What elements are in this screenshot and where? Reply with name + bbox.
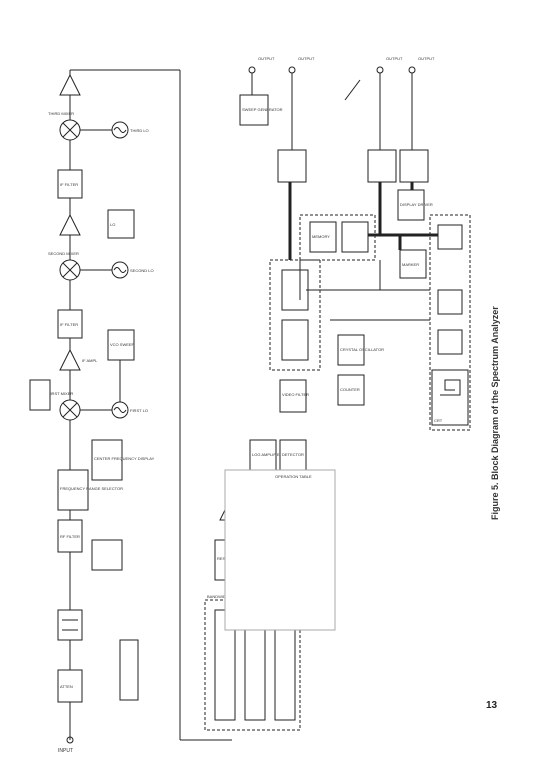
crt-display-group: CRT: [429, 214, 471, 431]
output-connector-4: OUTPUT: [408, 56, 435, 74]
first-lo-oscillator: FIRST LO: [111, 401, 148, 419]
svg-text:MEMORY: MEMORY: [312, 234, 330, 239]
svg-text:MARKER: MARKER: [402, 262, 419, 267]
svg-text:THIRD MIXER: THIRD MIXER: [48, 111, 74, 116]
video-filter-block: VIDEO FILTER: [279, 379, 309, 413]
attenuator-block: ATTEN: [57, 669, 83, 703]
output-connector-3: OUTPUT: [376, 56, 403, 74]
input-label: INPUT: [58, 748, 73, 754]
rf-filter-block: RF FILTER: [57, 519, 83, 553]
svg-text:SECOND MIXER: SECOND MIXER: [48, 251, 79, 256]
if-amplifier-1: IF AMPL: [59, 348, 98, 371]
crt-symbol: [440, 379, 461, 396]
svg-text:SWEEP GENERATOR: SWEEP GENERATOR: [242, 107, 283, 112]
svg-text:IF FILTER: IF FILTER: [60, 182, 78, 187]
vco-sweep-block: VCO SWEEP: [107, 329, 135, 402]
log-block: [281, 269, 309, 311]
crystal-oscillator-block: CRYSTAL OSCILLATOR: [337, 334, 384, 366]
marker-block: MARKER: [399, 249, 427, 279]
svg-text:LO: LO: [110, 222, 115, 227]
if-amplifier-3: [59, 73, 81, 96]
output-connector-1: OUTPUT: [248, 56, 275, 95]
if-amplifier-2: [59, 213, 81, 236]
signal-line: [344, 79, 361, 101]
operation-table: OPERATION TABLE: [224, 469, 336, 631]
first-mixer-symbol: FIRST MIXER: [48, 391, 81, 421]
svg-text:LOG AMPLIFIER: LOG AMPLIFIER: [252, 452, 283, 457]
page-number: 13: [486, 700, 498, 711]
svg-text:OUTPUT: OUTPUT: [418, 56, 435, 61]
attenuator-control: [57, 609, 83, 641]
lin-block: [281, 319, 309, 361]
counter-block: COUNTER: [337, 374, 365, 406]
svg-text:OPERATION TABLE: OPERATION TABLE: [275, 474, 312, 479]
svg-text:IF FILTER: IF FILTER: [60, 322, 78, 327]
third-lo-oscillator: THIRD LO: [111, 121, 149, 139]
second-mixer-symbol: SECOND MIXER: [48, 251, 81, 281]
svg-text:OUTPUT: OUTPUT: [298, 56, 315, 61]
svg-text:FREQUENCY RANGE SELECTOR: FREQUENCY RANGE SELECTOR: [60, 486, 123, 491]
output-connector-2: OUTPUT: [288, 56, 315, 74]
svg-text:CENTER FREQUENCY DISPLAY: CENTER FREQUENCY DISPLAY: [94, 456, 155, 461]
sweep-control-box: [91, 539, 123, 571]
log-amplifier-block: LOG AMPLIFIER: [249, 439, 283, 471]
svg-text:SECOND LO: SECOND LO: [130, 268, 154, 273]
filter-block-upper: [277, 149, 307, 183]
input-connector: INPUT: [58, 736, 74, 754]
svg-text:CRYSTAL OSCILLATOR: CRYSTAL OSCILLATOR: [340, 347, 384, 352]
svg-text:THIRD LO: THIRD LO: [130, 128, 149, 133]
detector-block: DETECTOR: [279, 439, 307, 471]
svg-text:DISPLAY DRIVER: DISPLAY DRIVER: [400, 202, 433, 207]
selector-box: [119, 639, 139, 701]
svg-text:OUTPUT: OUTPUT: [386, 56, 403, 61]
svg-text:FIRST LO: FIRST LO: [130, 408, 148, 413]
svg-text:DETECTOR: DETECTOR: [282, 452, 304, 457]
svg-text:RF FILTER: RF FILTER: [60, 534, 80, 539]
if-filter-2: IF FILTER: [57, 169, 83, 199]
attenuator-side-box: [29, 379, 51, 411]
memory-group: MEMORY: [299, 214, 376, 261]
data-bus: [288, 182, 440, 260]
center-frequency-display-block: CENTER FREQUENCY DISPLAY: [91, 439, 155, 481]
display-driver-block: DISPLAY DRIVER: [397, 189, 433, 221]
svg-text:COUNTER: COUNTER: [340, 387, 360, 392]
output-block-4: [399, 149, 429, 183]
lo-block: LO: [107, 209, 135, 239]
svg-text:CRT: CRT: [434, 418, 443, 423]
if-filter-1: IF FILTER: [57, 309, 83, 339]
second-lo-oscillator: SECOND LO: [111, 261, 154, 279]
svg-text:VCO SWEEP: VCO SWEEP: [110, 342, 135, 347]
svg-text:VIDEO FILTER: VIDEO FILTER: [282, 392, 309, 397]
log-detect-group: [269, 259, 321, 371]
svg-text:ATTEN: ATTEN: [60, 684, 73, 689]
svg-text:IF AMPL: IF AMPL: [82, 358, 98, 363]
output-block-3: [367, 149, 397, 183]
sweep-generator-block: SWEEP GENERATOR: [239, 94, 283, 126]
frequency-range-selector-block: FREQUENCY RANGE SELECTOR: [57, 469, 123, 511]
svg-text:OUTPUT: OUTPUT: [258, 56, 275, 61]
figure-caption: Figure 5. Block Diagram of the Spectrum …: [490, 306, 500, 520]
svg-text:FIRST MIXER: FIRST MIXER: [48, 391, 73, 396]
bandwidth-selector-group: BANDWIDTH SELECTOR: [204, 594, 301, 731]
third-mixer-symbol: THIRD MIXER: [48, 111, 81, 141]
